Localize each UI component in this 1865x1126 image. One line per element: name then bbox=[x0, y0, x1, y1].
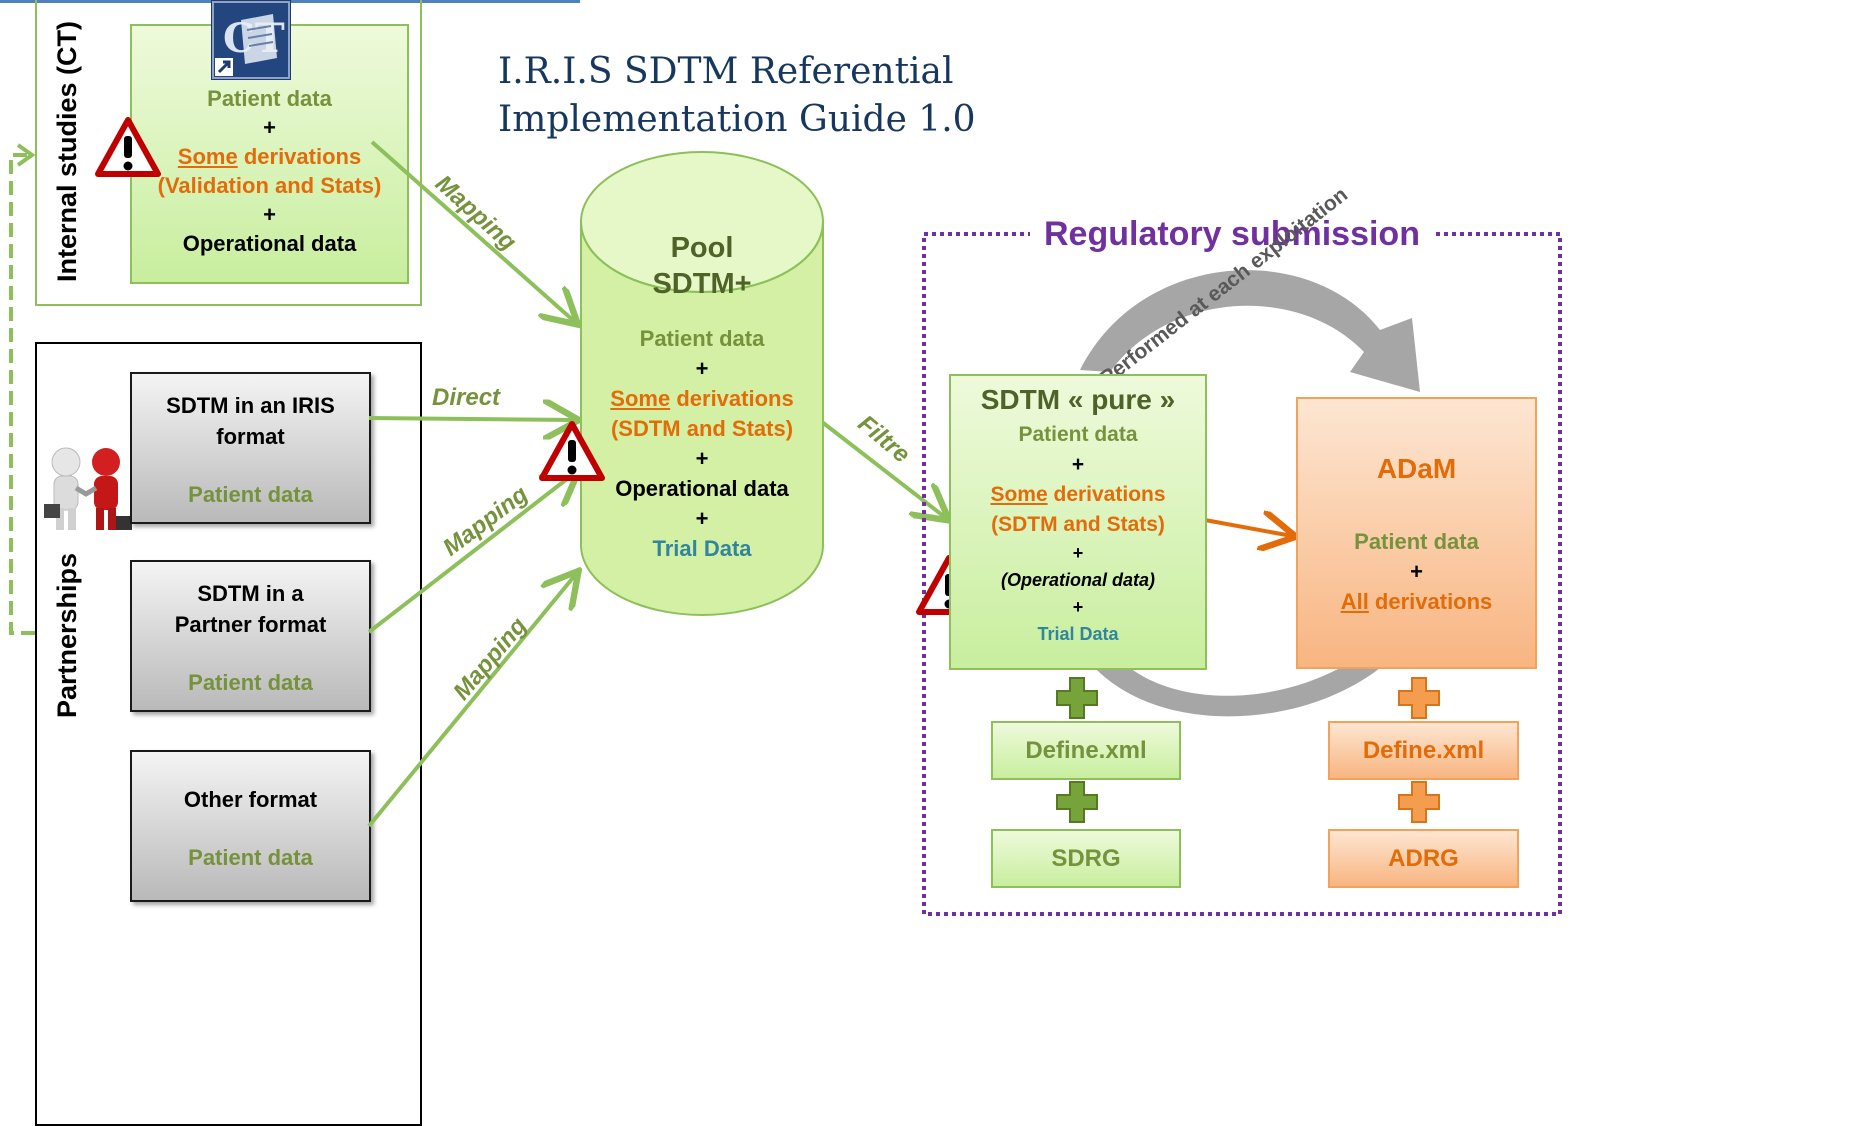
arrow-other-to-pool bbox=[367, 574, 576, 828]
sdtm-pure-title: SDTM « pure » bbox=[980, 384, 1176, 415]
warning-icon-pool bbox=[539, 421, 605, 481]
sdtm-pure-patient: Patient data bbox=[1018, 423, 1138, 446]
connector-layer bbox=[9, 117, 1562, 916]
partner-box-partner-patient: Patient data bbox=[188, 670, 313, 695]
handshake-people-icon bbox=[36, 444, 136, 536]
partner-box-iris-title-1: SDTM in an IRIS bbox=[166, 393, 335, 418]
partner-box-iris: SDTM in an IRIS format Patient data bbox=[130, 372, 371, 524]
internal-validation: (Validation and Stats) bbox=[157, 173, 382, 198]
partner-box-partner-title-2: Partner format bbox=[174, 612, 327, 637]
internal-plus-2: + bbox=[263, 202, 276, 227]
pool-trial: Trial Data bbox=[652, 536, 752, 561]
regulatory-title: Regulatory submission bbox=[1030, 214, 1434, 254]
cycle-arrow-bottom bbox=[1095, 668, 1380, 717]
pool-plus-1: + bbox=[695, 356, 709, 381]
regulatory-border bbox=[922, 232, 1562, 916]
plus-icon-adam-2 bbox=[1398, 781, 1440, 823]
adam-define-box: Define.xml bbox=[1328, 721, 1519, 780]
adrg-box: ADRG bbox=[1328, 829, 1519, 888]
plus-icon-adam-1 bbox=[1398, 677, 1440, 719]
partner-box-iris-patient: Patient data bbox=[188, 482, 313, 507]
feedback-dashed-connector bbox=[9, 153, 35, 635]
arrow-label-direct: Direct bbox=[432, 384, 501, 411]
arrow-sdtm-to-adam bbox=[1204, 520, 1292, 536]
sdtm-pure-plus-3: + bbox=[1072, 597, 1084, 617]
internal-operational: Operational data bbox=[182, 231, 357, 256]
sdrg-box: SDRG bbox=[991, 829, 1181, 888]
partner-box-partner: SDTM in a Partner format Patient data bbox=[130, 560, 371, 712]
cycle-arrow bbox=[1080, 270, 1420, 392]
adam-plus: + bbox=[1410, 559, 1423, 584]
arrow-iris-to-pool bbox=[368, 418, 575, 420]
feedback-arrowhead bbox=[16, 143, 36, 167]
partner-box-other-patient: Patient data bbox=[188, 845, 313, 870]
pool-content: Pool SDTM+ Patient data + Some derivatio… bbox=[581, 230, 823, 564]
pool-stats: (SDTM and Stats) bbox=[610, 416, 794, 441]
plus-icon-sdtm-1 bbox=[1056, 677, 1098, 719]
partner-box-other-title-1: Other format bbox=[183, 787, 318, 812]
arrow-internal-to-pool bbox=[370, 140, 575, 322]
sdtm-pure-stats: (SDTM and Stats) bbox=[991, 513, 1165, 536]
pool-plus-2: + bbox=[695, 446, 709, 471]
pool-cylinder bbox=[580, 151, 824, 616]
pool-operational: Operational data bbox=[615, 476, 789, 501]
partner-box-other: Other format Patient data bbox=[130, 750, 371, 902]
pool-plus-3: + bbox=[695, 506, 709, 531]
adam-patient: Patient data bbox=[1354, 529, 1479, 554]
plus-icon-sdtm-2 bbox=[1056, 781, 1098, 823]
sdtm-pure-derivations: Some derivations bbox=[990, 483, 1166, 506]
sdtm-pure-operational: (Operational data) bbox=[1000, 570, 1156, 590]
title-line-2: Implementation Guide 1.0 bbox=[498, 99, 976, 140]
internal-derivations: Some derivations bbox=[177, 144, 362, 169]
partner-box-iris-title-2: format bbox=[216, 424, 285, 449]
sdtm-pure-plus-1: + bbox=[1071, 453, 1085, 476]
ct-document-icon: CT bbox=[211, 0, 291, 80]
partner-box-partner-title-1: SDTM in a bbox=[197, 581, 304, 606]
pool-title-1: Pool bbox=[670, 232, 734, 264]
page-title: I.R.I.S SDTM Referential Implementation … bbox=[498, 48, 976, 144]
adam-derivations: All derivations bbox=[1340, 589, 1493, 614]
adam-title: ADaM bbox=[1376, 453, 1457, 484]
title-line-1: I.R.I.S SDTM Referential bbox=[498, 51, 954, 92]
sdtm-pure-trial: Trial Data bbox=[1037, 624, 1119, 644]
sdtm-define-box: Define.xml bbox=[991, 721, 1181, 780]
sdtm-pure-plus-2: + bbox=[1072, 543, 1084, 563]
pool-patient: Patient data bbox=[639, 326, 765, 351]
warning-icon-internal bbox=[95, 117, 161, 177]
adam-box: ADaM Patient data + All derivations bbox=[1296, 397, 1537, 669]
arrow-partner-to-pool bbox=[367, 472, 576, 634]
internal-studies-panel bbox=[35, 0, 422, 306]
pool-title-2: SDTM+ bbox=[652, 268, 752, 300]
internal-patient-data: Patient data bbox=[207, 86, 332, 111]
internal-plus-1: + bbox=[263, 115, 276, 140]
pool-derivations: Some derivations bbox=[610, 386, 794, 411]
sdtm-pure-box: SDTM « pure » Patient data + Some deriva… bbox=[949, 374, 1207, 670]
